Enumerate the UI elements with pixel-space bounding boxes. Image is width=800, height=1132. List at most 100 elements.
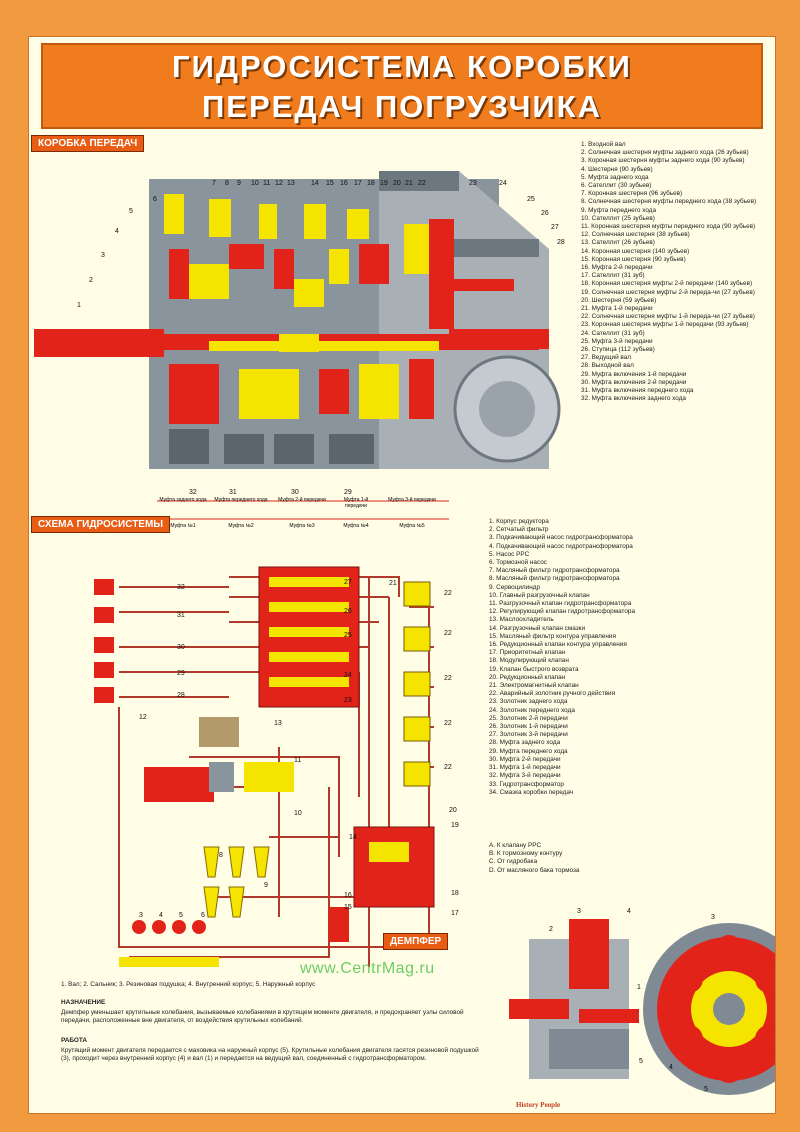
hydro-legend-item: 4. Подкачивающий насос гидротрансформато… bbox=[489, 542, 633, 550]
clutch-number: Муфта №3 bbox=[289, 523, 315, 529]
svg-text:25: 25 bbox=[344, 632, 352, 639]
svg-text:30: 30 bbox=[177, 644, 185, 651]
gearbox-legend-item: 19. Солнечная шестерня муфты 2-й переда-… bbox=[581, 288, 755, 296]
svg-text:4: 4 bbox=[669, 1064, 673, 1071]
gearbox-legend-item: 25. Муфта 3-й передачи bbox=[581, 337, 653, 345]
hydro-legend-item: 34. Смазка коробки передач bbox=[489, 788, 574, 796]
svg-text:1: 1 bbox=[77, 302, 81, 309]
svg-text:17: 17 bbox=[451, 910, 459, 917]
hydro-legend-item: 31. Муфта 1-й передачи bbox=[489, 764, 561, 772]
gearbox-legend-item: 2. Солнечная шестерня муфты заднего хода… bbox=[581, 149, 749, 157]
svg-text:19: 19 bbox=[380, 180, 388, 187]
hydro-legend-item: 29. Муфта переднего хода bbox=[489, 747, 568, 755]
gearbox-legend-item: 13. Сателлит (26 зубьев) bbox=[581, 239, 655, 247]
svg-text:5: 5 bbox=[129, 208, 133, 215]
hydro-legend-item: 19. Клапан быстрого возврата bbox=[489, 665, 579, 673]
gearbox-legend-item: 22. Солнечная шестерня муфты 1-й переда-… bbox=[581, 313, 755, 321]
svg-text:23: 23 bbox=[469, 180, 477, 187]
svg-text:3: 3 bbox=[139, 912, 143, 919]
hydro-legend-item: 16. Редукционный клапан контура управлен… bbox=[489, 641, 627, 649]
gearbox-legend-item: 26. Ступица (112 зубьев) bbox=[581, 346, 655, 354]
hydro-legend-item: 7. Масляный фильтр гидротрансформатора bbox=[489, 567, 620, 575]
clutch-number: Муфта №4 bbox=[343, 523, 369, 529]
gearbox-legend-item: 18. Коронная шестерня муфты 2-й передачи… bbox=[581, 280, 753, 288]
svg-text:5: 5 bbox=[704, 1086, 708, 1093]
gearbox-legend-item: 16. Муфта 2-й передачи bbox=[581, 264, 653, 272]
section-label-gearbox: КОРОБКА ПЕРЕДАЧ bbox=[31, 135, 145, 152]
svg-text:10: 10 bbox=[294, 810, 302, 817]
svg-text:6: 6 bbox=[201, 912, 205, 919]
svg-text:5: 5 bbox=[179, 912, 183, 919]
svg-text:17: 17 bbox=[354, 180, 362, 187]
svg-text:26: 26 bbox=[541, 210, 549, 217]
svg-text:16: 16 bbox=[344, 892, 352, 899]
svg-text:31: 31 bbox=[177, 612, 185, 619]
svg-text:9: 9 bbox=[264, 882, 268, 889]
svg-text:23: 23 bbox=[344, 697, 352, 704]
section-label-hydro: СХЕМА ГИДРОСИСТЕМЫ bbox=[31, 516, 171, 533]
gearbox-legend-item: 3. Коронная шестерня муфты заднего хода … bbox=[581, 157, 745, 165]
svg-text:31: 31 bbox=[229, 489, 237, 496]
gearbox-legend-item: 10. Сателлит (25 зубьев) bbox=[581, 214, 655, 222]
hydro-legend-item: 26. Золотник 1-й передачи bbox=[489, 723, 568, 731]
svg-text:13: 13 bbox=[287, 180, 295, 187]
clutch-number: Муфта №2 bbox=[228, 523, 254, 529]
clutch-number: Муфта №1 bbox=[170, 523, 196, 529]
gearbox-legend-item: 1. Входной вал bbox=[581, 141, 626, 148]
svg-text:22: 22 bbox=[444, 630, 452, 637]
svg-text:5: 5 bbox=[639, 1058, 643, 1065]
hydro-legend-item: 30. Муфта 2-й передачи bbox=[489, 755, 561, 763]
watermark: www.CentrMag.ru bbox=[300, 960, 435, 977]
clutch-label: Муфта 2-й передачи bbox=[278, 497, 326, 503]
hydro-legend-item: 24. Золотник переднего хода bbox=[489, 706, 575, 714]
damper-parts: 1. Вал; 2. Сальник; 3. Резиновая подушка… bbox=[61, 981, 316, 988]
svg-text:3: 3 bbox=[711, 914, 715, 921]
svg-text:22: 22 bbox=[444, 764, 452, 771]
title-line-1: ГИДРОСИСТЕМА КОРОБКИ bbox=[172, 49, 632, 84]
svg-text:4: 4 bbox=[159, 912, 163, 919]
hydro-note-item: B. К тормозному контуру bbox=[489, 850, 563, 858]
svg-text:22: 22 bbox=[444, 590, 452, 597]
hydro-legend-item: 20. Редукционный клапан bbox=[489, 673, 566, 681]
gearbox-legend-item: 32. Муфта включения заднего хода bbox=[581, 395, 686, 403]
svg-text:13: 13 bbox=[274, 720, 282, 727]
svg-text:26: 26 bbox=[344, 608, 352, 615]
svg-text:32: 32 bbox=[177, 584, 185, 591]
damper-work-title: РАБОТА bbox=[61, 1037, 87, 1044]
title-line-2: ПЕРЕДАЧ ПОГРУЗЧИКА bbox=[202, 89, 602, 124]
svg-text:4: 4 bbox=[627, 908, 631, 915]
hydro-legend-item: 33. Гидротрансформатор bbox=[489, 780, 564, 788]
svg-text:15: 15 bbox=[344, 904, 352, 911]
clutch-number-row: Муфта №1 Муфта №2 Муфта №3 Муфта №4 Муфт… bbox=[154, 523, 454, 533]
hydro-legend-item: 3. Подкачивающий насос гидротрансформато… bbox=[489, 534, 633, 542]
svg-text:29: 29 bbox=[177, 670, 185, 677]
hydro-legend-item: 11. Разгрузочный клапан гидротрансформат… bbox=[489, 600, 632, 608]
svg-text:20: 20 bbox=[449, 807, 457, 814]
clutch-label: Муфта заднего хода bbox=[159, 497, 207, 503]
hydro-legend-item: 6. Тормозной насос bbox=[489, 559, 547, 567]
svg-text:16: 16 bbox=[340, 180, 348, 187]
svg-text:10: 10 bbox=[251, 180, 259, 187]
gearbox-legend-item: 8. Солнечная шестерня муфты переднего хо… bbox=[581, 198, 757, 206]
svg-text:21: 21 bbox=[405, 180, 413, 187]
svg-text:11: 11 bbox=[294, 757, 301, 764]
gearbox-legend-item: 23. Коронная шестерня муфты 1-й передачи… bbox=[581, 321, 749, 329]
section-label-damper: ДЕМПФЕР bbox=[383, 933, 449, 950]
svg-text:28: 28 bbox=[177, 692, 185, 699]
footer-brand: History People bbox=[516, 1101, 561, 1109]
hydro-legend-item: 9. Сервоцилиндр bbox=[489, 583, 541, 591]
svg-text:2: 2 bbox=[89, 277, 93, 284]
hydro-legend-item: 28. Муфта заднего хода bbox=[489, 739, 561, 747]
hydro-legend-item: 8. Масляный фильтр гидротрансформатора bbox=[489, 575, 620, 583]
hydro-legend-item: 23. Золотник заднего хода bbox=[489, 698, 568, 706]
svg-text:24: 24 bbox=[344, 672, 352, 679]
svg-text:6: 6 bbox=[153, 196, 157, 203]
hydro-note-item: D. От масляного бака тормоза bbox=[489, 866, 580, 874]
svg-text:22: 22 bbox=[444, 675, 452, 682]
svg-text:25: 25 bbox=[527, 196, 535, 203]
